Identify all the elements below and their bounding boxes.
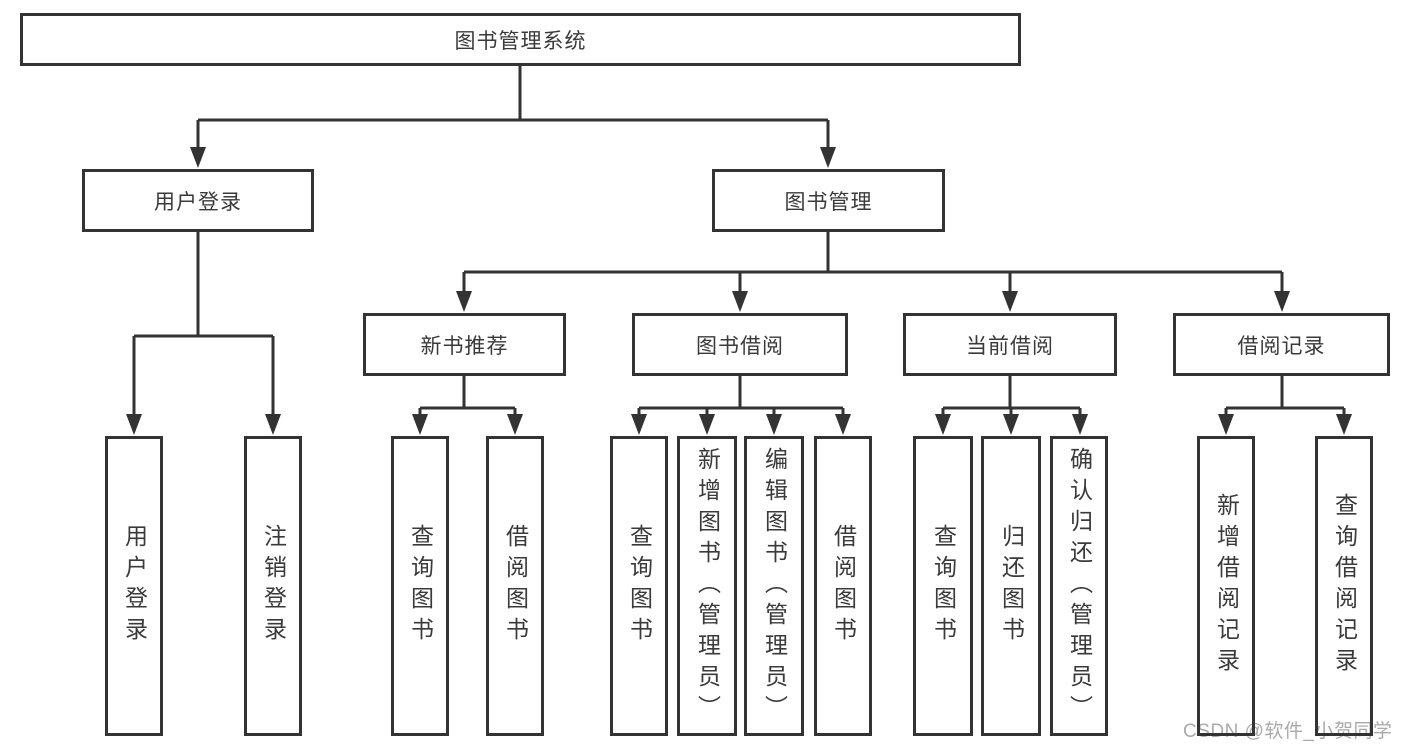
node-query-books-recommend: 查询图书 — [391, 436, 449, 736]
arrowhead-icon — [507, 414, 523, 435]
node-add-book-admin-label: 新增图书（管理员） — [694, 446, 721, 726]
arrowhead-icon — [1003, 414, 1019, 435]
connector-borrowing-records-to-leaves — [1218, 376, 1352, 435]
node-new-book-recommendation-label: 新书推荐 — [420, 334, 509, 358]
arrowhead-icon — [766, 414, 782, 435]
node-borrow-books-action-label: 借阅图书 — [830, 524, 857, 648]
node-add-borrow-record-label: 新增借阅记录 — [1213, 493, 1240, 679]
node-book-management-label: 图书管理 — [784, 190, 873, 214]
node-confirm-return-admin: 确认归还（管理员） — [1050, 436, 1108, 736]
node-add-book-admin: 新增图书（管理员） — [677, 436, 737, 736]
node-borrow-books-action: 借阅图书 — [814, 436, 872, 736]
watermark: CSDN @软件_小贺同学 — [1183, 721, 1393, 742]
arrowhead-icon — [190, 147, 206, 168]
node-user-login-action-label: 用户登录 — [121, 524, 148, 648]
connector-line — [1226, 376, 1344, 410]
arrowhead-icon — [456, 291, 472, 312]
arrowhead-icon — [935, 414, 951, 435]
node-borrowing-records-label: 借阅记录 — [1237, 334, 1326, 358]
connector-user-login-to-leaves — [126, 232, 281, 435]
connector-line — [943, 376, 1080, 410]
arrowhead-icon — [1336, 414, 1352, 435]
arrowhead-icon — [732, 291, 748, 312]
node-current-borrowing-label: 当前借阅 — [966, 334, 1054, 358]
node-borrow-books-recommend-label: 借阅图书 — [502, 524, 529, 648]
arrowhead-icon — [631, 414, 647, 435]
node-user-login-label: 用户登录 — [154, 190, 242, 214]
node-return-book: 归还图书 — [981, 436, 1041, 736]
arrowhead-icon — [1218, 414, 1234, 435]
connector-book-borrowing-to-leaves — [631, 376, 851, 435]
arrowhead-icon — [1274, 291, 1290, 312]
node-book-borrowing: 图书借阅 — [632, 313, 848, 376]
connector-line — [420, 376, 515, 410]
node-query-books-borrow: 查询图书 — [610, 436, 668, 736]
node-book-management: 图书管理 — [712, 169, 945, 232]
connector-root-to-level2 — [190, 66, 836, 168]
arrowhead-icon — [1002, 291, 1018, 312]
node-new-book-recommendation: 新书推荐 — [363, 313, 566, 376]
connector-book-management-to-level3 — [456, 232, 1290, 312]
node-query-borrow-record-label: 查询借阅记录 — [1331, 493, 1358, 679]
node-root: 图书管理系统 — [20, 13, 1021, 66]
connector-new-book-recommendation-to-leaves — [412, 376, 523, 435]
node-book-borrowing-label: 图书借阅 — [696, 334, 784, 358]
node-user-login-action: 用户登录 — [105, 436, 163, 736]
arrowhead-icon — [820, 147, 836, 168]
node-user-login: 用户登录 — [82, 169, 314, 232]
node-root-label: 图书管理系统 — [454, 29, 587, 53]
arrowhead-icon — [265, 414, 281, 435]
node-logout-action-label: 注销登录 — [260, 524, 287, 648]
arrowhead-icon — [412, 414, 428, 435]
node-current-borrowing: 当前借阅 — [903, 313, 1117, 376]
node-query-borrow-record: 查询借阅记录 — [1315, 436, 1373, 736]
node-query-books-borrow-label: 查询图书 — [626, 524, 653, 648]
node-add-borrow-record: 新增借阅记录 — [1197, 436, 1255, 736]
arrowhead-icon — [1072, 414, 1088, 435]
connector-line — [639, 376, 843, 410]
node-borrowing-records: 借阅记录 — [1173, 313, 1390, 376]
arrowhead-icon — [699, 414, 715, 435]
node-logout-action: 注销登录 — [244, 436, 302, 736]
node-borrow-books-recommend: 借阅图书 — [486, 436, 544, 736]
arrowhead-icon — [126, 414, 142, 435]
connector-line — [464, 232, 1282, 274]
node-query-books-current-label: 查询图书 — [930, 524, 957, 648]
node-query-books-current: 查询图书 — [913, 436, 973, 736]
node-query-books-recommend-label: 查询图书 — [407, 524, 434, 648]
node-edit-book-admin: 编辑图书（管理员） — [744, 436, 804, 736]
connector-line — [198, 66, 828, 122]
node-return-book-label: 归还图书 — [998, 524, 1025, 648]
node-edit-book-admin-label: 编辑图书（管理员） — [761, 446, 788, 726]
connector-current-borrowing-to-leaves — [935, 376, 1088, 435]
node-confirm-return-admin-label: 确认归还（管理员） — [1066, 446, 1093, 726]
connector-line — [134, 232, 273, 338]
arrowhead-icon — [835, 414, 851, 435]
